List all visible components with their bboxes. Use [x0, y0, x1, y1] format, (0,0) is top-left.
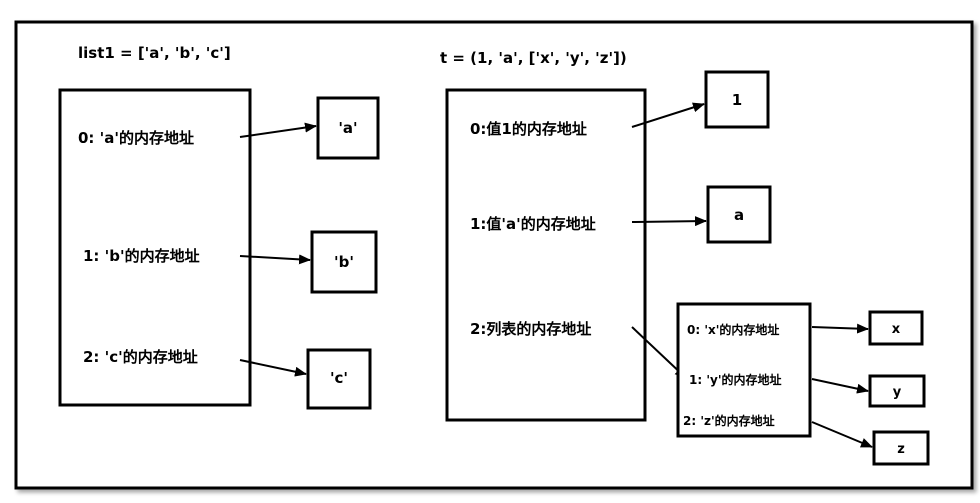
tuple-slot-2: 2:列表的内存地址 [470, 320, 591, 338]
list1-value-box-a [316, 96, 380, 160]
inner-value-box-y [868, 374, 926, 408]
inner-value-box-z [872, 430, 930, 466]
tuple-value-box-a [706, 185, 772, 244]
list1-slot-2: 2: 'c'的内存地址 [83, 348, 198, 366]
tuple-slot-0: 0:值1的内存地址 [470, 120, 587, 138]
inner-value-x: x [892, 322, 901, 337]
inner-slot-0: 0: 'x'的内存地址 [687, 322, 779, 337]
arrow-inner-y [811, 378, 869, 394]
tuple-value-box-1 [704, 70, 770, 129]
arrow-list1-c [239, 359, 307, 377]
tuple-title: t = (1, 'a', ['x', 'y', 'z']) [440, 49, 627, 67]
list1-value-b: 'b' [334, 253, 354, 271]
arrow-inner-x [811, 323, 869, 334]
list1-slot-1: 1: 'b'的内存地址 [83, 247, 200, 265]
list1-value-c: 'c' [330, 369, 348, 387]
arrow-inner-z [811, 421, 873, 448]
tuple-value-a: a [734, 206, 744, 224]
list1-value-a: 'a' [338, 119, 357, 137]
inner-slot-1: 1: 'y'的内存地址 [689, 372, 782, 387]
arrow-list1-b [239, 254, 311, 265]
inner-value-box-x [868, 310, 924, 346]
tuple-value-1: 1 [732, 91, 742, 109]
arrow-tuple-0 [631, 102, 705, 128]
arrow-tuple-1 [631, 216, 707, 227]
tuple-container-box [445, 88, 647, 422]
list1-title: list1 = ['a', 'b', 'c'] [78, 44, 231, 62]
inner-slot-2: 2: 'z'的内存地址 [683, 413, 775, 428]
inner-value-y: y [893, 385, 902, 400]
inner-list-box [676, 302, 812, 438]
list1-container-box [58, 88, 252, 407]
list1-value-box-c [306, 348, 372, 410]
list1-slot-0: 0: 'a'的内存地址 [78, 129, 194, 147]
arrow-list1-a [239, 122, 317, 138]
list1-value-box-b [310, 230, 378, 294]
tuple-slot-1: 1:值'a'的内存地址 [470, 215, 596, 233]
inner-value-z: z [897, 442, 905, 457]
